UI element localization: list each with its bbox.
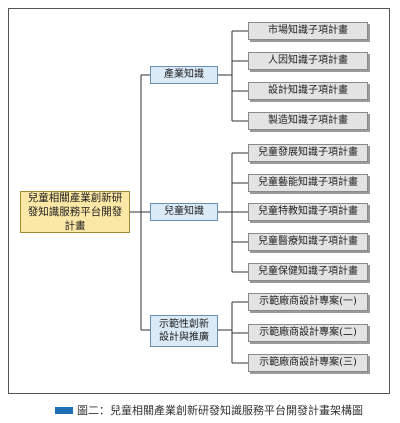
leaf-child-arts: 兒童藝能知識子項計畫 xyxy=(248,174,368,192)
leaf-label: 示範廠商設計專案(一) xyxy=(259,296,357,308)
leaf-label: 示範廠商設計專案(三) xyxy=(259,357,357,369)
leaf-child-development: 兒童發展知識子項計畫 xyxy=(248,144,368,162)
leaf-child-medical: 兒童醫療知識子項計畫 xyxy=(248,233,368,251)
leaf-label: 製造知識子項計畫 xyxy=(268,115,348,127)
category-industry-knowledge: 產業知識 xyxy=(150,66,218,84)
leaf-demo-project-3: 示範廠商設計專案(三) xyxy=(248,354,368,372)
leaf-label: 兒童藝能知識子項計畫 xyxy=(258,177,358,189)
root-node: 兒童相關產業創新研發知識服務平台開發計畫 xyxy=(20,191,130,233)
root-label: 兒童相關產業創新研發知識服務平台開發計畫 xyxy=(27,191,123,233)
category-child-knowledge: 兒童知識 xyxy=(150,203,218,221)
leaf-label: 兒童醫療知識子項計畫 xyxy=(258,236,358,248)
leaf-label: 示範廠商設計專案(二) xyxy=(259,327,357,339)
leaf-label: 兒童特教知識子項計畫 xyxy=(258,206,358,218)
leaf-label: 市場知識子項計畫 xyxy=(268,25,348,37)
leaf-label: 兒童保健知識子項計畫 xyxy=(258,266,358,278)
leaf-human-factors-knowledge: 人因知識子項計畫 xyxy=(248,52,368,70)
leaf-label: 人因知識子項計畫 xyxy=(268,55,348,67)
category-label: 產業知識 xyxy=(164,69,204,81)
caption-marker-icon xyxy=(55,406,73,414)
figure-caption: 圖二：兒童相關產業創新研發知識服務平台開發計畫架構圖 xyxy=(55,402,363,418)
leaf-label: 設計知識子項計畫 xyxy=(268,85,348,97)
leaf-demo-project-2: 示範廠商設計專案(二) xyxy=(248,324,368,342)
leaf-design-knowledge: 設計知識子項計畫 xyxy=(248,82,368,100)
leaf-manufacturing-knowledge: 製造知識子項計畫 xyxy=(248,112,368,130)
category-label: 示範性創新設計與推廣 xyxy=(159,318,209,344)
leaf-demo-project-1: 示範廠商設計專案(一) xyxy=(248,293,368,311)
leaf-market-knowledge: 市場知識子項計畫 xyxy=(248,22,368,40)
leaf-child-special-education: 兒童特教知識子項計畫 xyxy=(248,203,368,221)
category-label: 兒童知識 xyxy=(164,206,204,218)
category-demo-innovation: 示範性創新設計與推廣 xyxy=(150,315,218,347)
caption-text: 圖二：兒童相關產業創新研發知識服務平台開發計畫架構圖 xyxy=(77,404,363,417)
leaf-child-healthcare: 兒童保健知識子項計畫 xyxy=(248,263,368,281)
leaf-label: 兒童發展知識子項計畫 xyxy=(258,147,358,159)
